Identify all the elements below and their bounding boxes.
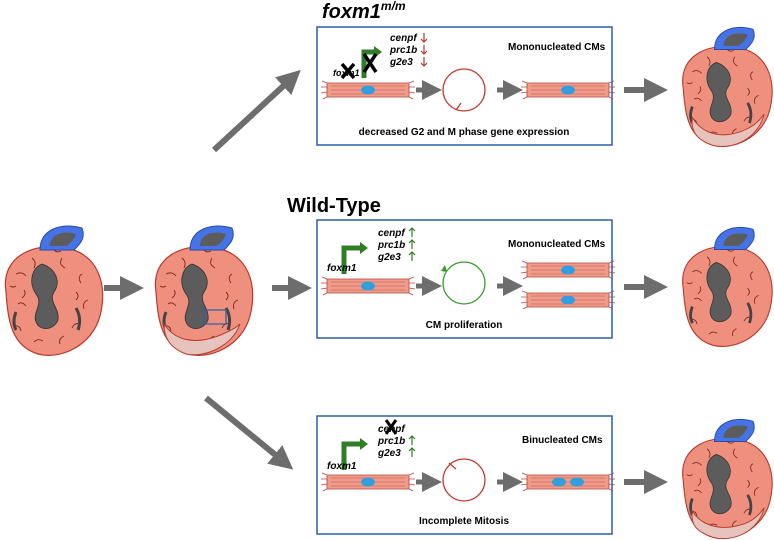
- incomplete-outcome: Binucleated CMs: [522, 435, 603, 446]
- cell-cycle-icon: [442, 68, 486, 112]
- cardiomyocyte-icon: [520, 290, 616, 310]
- uninjured-heart-icon: [3, 225, 105, 357]
- x-mark-icon: [384, 419, 398, 435]
- nucleus-icon: [361, 477, 375, 487]
- wildtype-outcome: Mononucleated CMs: [508, 239, 606, 250]
- cell-cycle-icon: [441, 261, 486, 305]
- branch-arrow-down: [204, 395, 294, 470]
- incomplete-gene-3: g2e3: [377, 448, 401, 459]
- cardiomyocyte-icon: [320, 472, 416, 492]
- cardiomyocyte-icon: [520, 80, 616, 100]
- zoom-box: [203, 309, 227, 325]
- nucleus-icon: [570, 477, 584, 487]
- incomplete-gene-label: foxm1: [327, 461, 357, 472]
- mutant-caption: decreased G2 and M phase gene expression: [359, 127, 570, 138]
- cardiomyocyte-icon: [320, 276, 416, 296]
- wildtype-title: Wild-Type: [287, 195, 381, 217]
- wildtype-gene-2: prc1b: [377, 240, 405, 251]
- wildtype-gene-3: g2e3: [377, 252, 401, 263]
- wildtype-caption: CM proliferation: [426, 320, 503, 331]
- gene-arrow-icon: [341, 438, 368, 470]
- down-arrow-icon: [420, 33, 428, 67]
- up-arrow-icon: [408, 435, 416, 457]
- mutant-gene-1: cenpf: [390, 33, 418, 44]
- injured-heart-icon: [153, 225, 255, 357]
- up-arrow-icon: [408, 227, 416, 261]
- mutant-title: foxm1m/m: [322, 0, 406, 23]
- mutant-outcome: Mononucleated CMs: [508, 42, 606, 53]
- mutant-result-heart-icon: [681, 27, 774, 148]
- mutant-gene-label: foxm1: [333, 68, 360, 78]
- mutant-gene-3: g2e3: [389, 57, 413, 68]
- nucleus-icon: [561, 265, 575, 275]
- wildtype-condition: Wild-Type foxm1 cenpf prc1b g2e3 Mononuc…: [287, 195, 616, 339]
- incomplete-caption: Incomplete Mitosis: [419, 516, 509, 527]
- cardiomyocyte-icon: [320, 80, 416, 100]
- wildtype-gene-label: foxm1: [327, 263, 357, 274]
- branch-arrow-up: [211, 69, 301, 153]
- incomplete-gene-2: prc1b: [377, 436, 405, 447]
- incomplete-result-heart-icon: [681, 419, 774, 540]
- nucleus-icon: [561, 85, 575, 95]
- incomplete-condition: foxm1 cenpf prc1b g2e3 Binucleated CMs I…: [316, 415, 616, 535]
- x-mark-icon: [340, 53, 378, 80]
- wildtype-result-heart-icon: [681, 227, 774, 348]
- nucleus-icon: [361, 85, 375, 95]
- nucleus-icon: [561, 295, 575, 305]
- mutant-gene-2: prc1b: [389, 45, 417, 56]
- cardiomyocyte-icon: [520, 260, 616, 280]
- mutant-condition: foxm1m/m foxm1 cenpf prc1b g2e3 Mononucl…: [316, 0, 616, 146]
- wildtype-gene-1: cenpf: [378, 228, 406, 239]
- gene-arrow-icon: [341, 242, 368, 274]
- cell-cycle-icon: [442, 458, 486, 502]
- cardiomyocyte-icon: [520, 472, 616, 492]
- nucleus-icon: [361, 281, 375, 291]
- nucleus-icon: [552, 477, 566, 487]
